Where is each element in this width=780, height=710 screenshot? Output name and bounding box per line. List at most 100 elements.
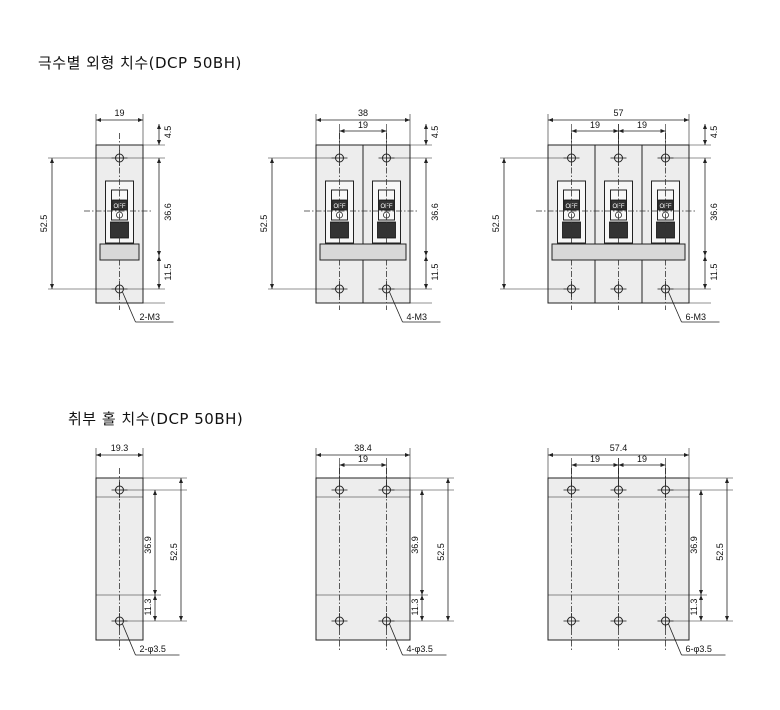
arrow-head [703,140,707,145]
height-label: 52.5 [259,215,269,233]
height-label: 52.5 [715,543,725,561]
arrow-head [613,463,619,467]
top-offset-label: 4.5 [709,126,719,139]
arrow-head [381,463,387,467]
arrow-head [420,590,424,595]
arrow-head [424,251,428,256]
arrow-head [96,453,101,457]
hole-callout-label: 2-M3 [140,312,161,322]
arrow-head [699,590,703,595]
arrow-head [179,478,183,483]
pitch-label: 19 [637,120,647,130]
arrow-head [339,129,345,133]
arrow-head [157,251,161,256]
pitch-label: 19 [590,454,600,464]
pitch-label: 19 [358,454,368,464]
arrow-head [424,124,428,129]
hole-span-label: 36.9 [410,536,420,554]
mid-span-label: 36.6 [709,203,719,221]
top-offset-label: 4.5 [163,126,173,139]
terminal-base [319,243,407,261]
arrow-head [571,129,577,133]
bottom-offset-label: 11.5 [430,264,440,281]
panel-cutout [315,477,411,641]
arrow-head [618,129,624,133]
arrow-head [339,463,345,467]
arrow-head [50,284,54,289]
width-label: 57.4 [610,443,628,453]
arrow-head [270,284,274,289]
arrow-head [96,118,101,122]
arrow-head [502,158,506,163]
hole-span-label: 36.9 [689,536,699,554]
width-label: 38 [358,108,368,118]
arrow-head [703,256,707,261]
arrow-head [157,124,161,129]
arrow-head [157,284,161,289]
height-label: 52.5 [39,215,49,233]
arrow-head [571,463,577,467]
arrow-head [153,595,157,600]
pitch-label: 19 [590,120,600,130]
arrow-head [703,284,707,289]
leader-line [389,291,403,323]
arrow-head [405,118,410,122]
arrow-head [703,158,707,163]
bottom-offset-label: 11.3 [689,599,699,616]
arrow-head [502,284,506,289]
mid-span-label: 36.6 [163,203,173,221]
arrow-head [420,616,424,621]
height-label: 52.5 [169,543,179,561]
arrow-head [699,616,703,621]
width-label: 19.3 [111,443,129,453]
arrow-head [424,140,428,145]
width-label: 19 [114,108,124,118]
terminal-base [99,243,140,261]
arrow-head [316,453,321,457]
arrow-head [424,256,428,261]
pitch-label: 19 [358,120,368,130]
arrow-head [699,490,703,495]
arrow-head [548,118,553,122]
mounting-view-1p: 19.336.911.352.52-φ3.5 [95,443,187,656]
arrow-head [725,478,729,483]
arrow-head [660,129,666,133]
mid-span-label: 36.6 [430,203,440,221]
hole-callout-label: 6-φ3.5 [686,644,712,654]
hole-callout-label: 4-φ3.5 [407,644,433,654]
arrow-head [684,118,689,122]
arrow-head [420,490,424,495]
arrow-head [424,158,428,163]
arrow-head [618,463,624,467]
arrow-head [548,453,553,457]
hole-callout-label: 2-φ3.5 [140,644,166,654]
bottom-offset-label: 11.5 [709,264,719,281]
top-offset-label: 4.5 [430,126,440,139]
bottom-offset-label: 11.5 [163,264,173,281]
leader-line [668,291,682,323]
arrow-head [153,590,157,595]
hole-span-label: 36.9 [143,536,153,554]
arrow-head [684,453,689,457]
mounting-views: 19.336.911.352.52-φ3.538.41936.911.352.5… [95,443,733,656]
width-label: 57 [613,108,623,118]
arrow-head [381,129,387,133]
arrow-head [316,118,321,122]
pitch-label: 19 [637,454,647,464]
arrow-head [138,453,143,457]
arrow-head [270,158,274,163]
arrow-head [703,251,707,256]
height-label: 52.5 [491,215,501,233]
arrow-head [157,256,161,261]
bottom-offset-label: 11.3 [410,599,420,616]
arrow-head [153,616,157,621]
arrow-head [405,453,410,457]
arrow-head [153,490,157,495]
arrow-head [703,124,707,129]
terminal-base [551,243,686,261]
leader-line [122,623,136,656]
height-label: 52.5 [436,543,446,561]
